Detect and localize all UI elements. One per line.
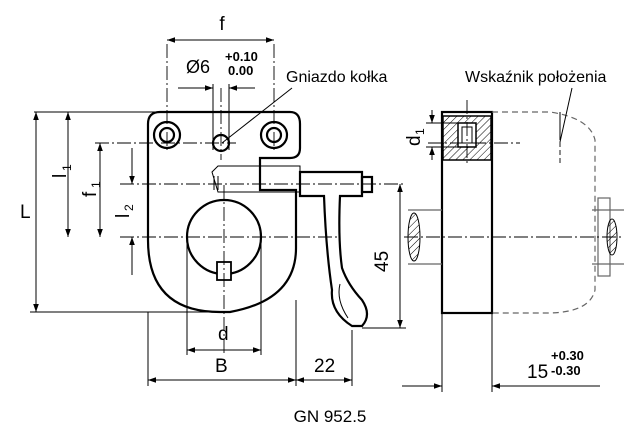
dim-f1-sub: 1	[89, 181, 103, 188]
dim-45: 45	[372, 251, 393, 272]
callout-position-indicator: Wskaźnik położenia	[465, 69, 607, 86]
side-view: d 1 15 +0.30 -0.30	[402, 100, 624, 392]
dim-l1-sub: 1	[60, 164, 74, 171]
dim-hole-tol-lower: 0.00	[228, 63, 253, 78]
dim-d1-sub: 1	[413, 128, 427, 135]
dim-B: B	[215, 356, 228, 377]
part-number: GN 952.5	[294, 407, 367, 426]
dimensions-front: f Ø6 +0.10 0.00 L l 1 f 1 l 2	[20, 14, 406, 386]
dim-hole-diameter: Ø6	[186, 57, 210, 77]
front-view	[95, 44, 405, 355]
callout-pin-socket-leader	[221, 87, 293, 144]
clamp-screw	[211, 165, 301, 193]
shaft	[408, 209, 442, 265]
callouts: Gniazdo kołka Wskaźnik położenia	[221, 69, 607, 144]
dim-f: f	[219, 14, 225, 35]
dim-L: L	[20, 202, 31, 223]
clamp-lever	[298, 170, 369, 328]
callout-pin-socket: Gniazdo kołka	[286, 69, 387, 86]
callout-position-indicator-leader	[559, 87, 573, 143]
dim-l2-sub: 2	[122, 204, 136, 211]
dim-l2: l	[113, 214, 134, 218]
dim-d: d	[218, 324, 229, 345]
dim-width-tol-lower: -0.30	[551, 363, 581, 378]
dim-width-tol-upper: +0.30	[551, 348, 584, 363]
lever-cap	[360, 175, 374, 194]
dim-l1: l	[50, 174, 71, 178]
dim-22: 22	[314, 356, 335, 377]
dim-d1: d	[404, 135, 425, 146]
dim-width: 15	[527, 362, 548, 383]
position-indicator-outline	[492, 111, 596, 314]
dim-hole-tol-upper: +0.10	[225, 49, 258, 64]
dim-f1: f	[80, 191, 101, 197]
